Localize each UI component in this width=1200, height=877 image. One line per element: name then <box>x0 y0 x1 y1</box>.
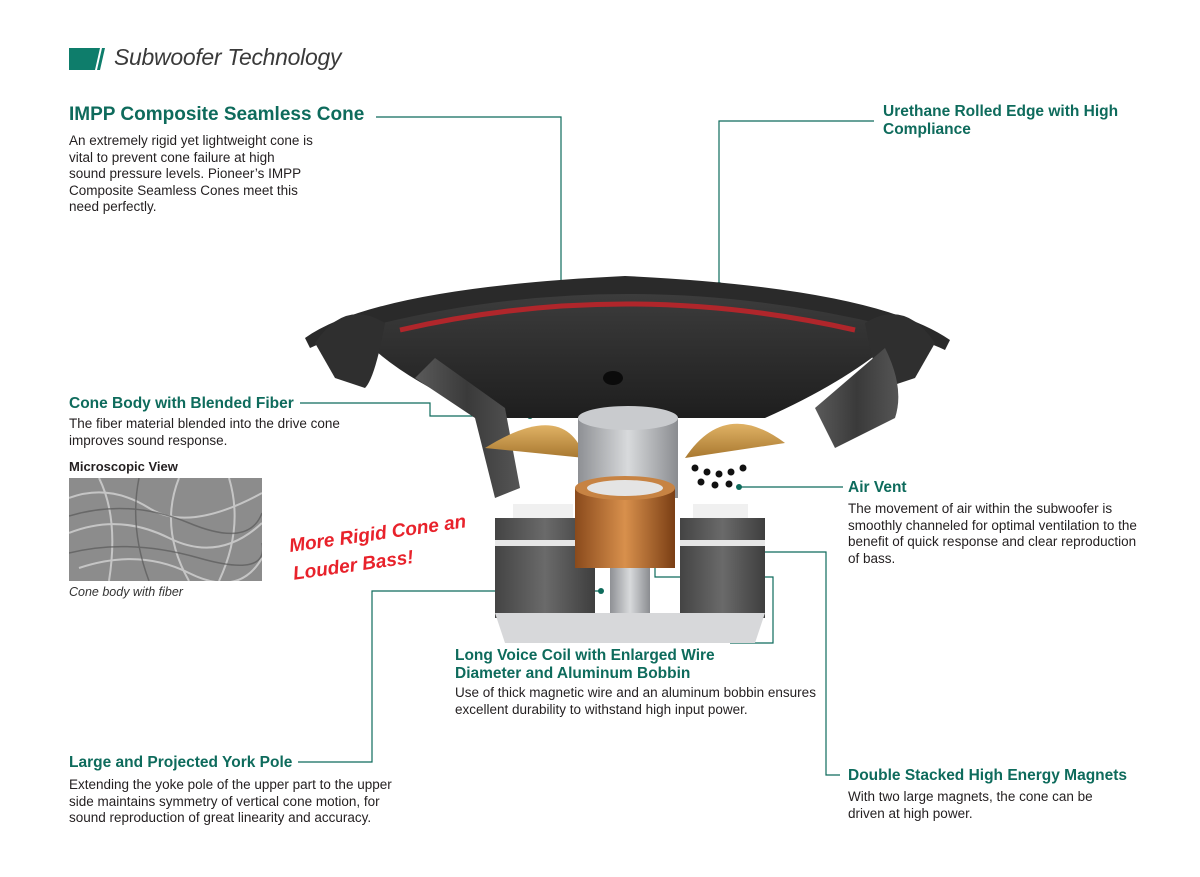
microscopic-caption: Cone body with fiber <box>69 585 183 599</box>
air-vent-title: Air Vent <box>848 479 907 496</box>
badge-line-1: More Rigid Cone and <box>288 510 466 557</box>
subwoofer-cutaway-illustration <box>305 276 950 643</box>
header-mark-icon <box>69 48 105 70</box>
york-pole-title: Large and Projected York Pole <box>69 754 293 771</box>
microscopic-fiber-photo <box>69 478 262 581</box>
voice-coil-title: Long Voice Coil with Enlarged Wire Diame… <box>455 647 715 682</box>
york-pole-body: Extending the yoke pole of the upper par… <box>69 777 392 825</box>
microscopic-view-heading: Microscopic View <box>69 459 178 474</box>
impp-cone-body: An extremely rigid yet lightweight cone … <box>69 133 313 214</box>
rigid-cone-badge: More Rigid Cone and Louder Bass! <box>287 510 466 580</box>
magnets-title: Double Stacked High Energy Magnets <box>848 767 1128 784</box>
air-vent-body: The movement of air within the subwoofer… <box>848 501 1137 566</box>
impp-cone-title: IMPP Composite Seamless Cone <box>69 104 365 125</box>
magnets-body: With two large magnets, the cone can be … <box>848 789 1093 821</box>
page-title: Subwoofer Technology <box>114 44 342 70</box>
cone-body-title: Cone Body with Blended Fiber <box>69 395 294 412</box>
cone-body-text: The fiber material blended into the driv… <box>69 416 340 448</box>
urethane-edge-title: Urethane Rolled Edge with High Complianc… <box>883 103 1119 138</box>
voice-coil-body: Use of thick magnetic wire and an alumin… <box>455 685 816 717</box>
